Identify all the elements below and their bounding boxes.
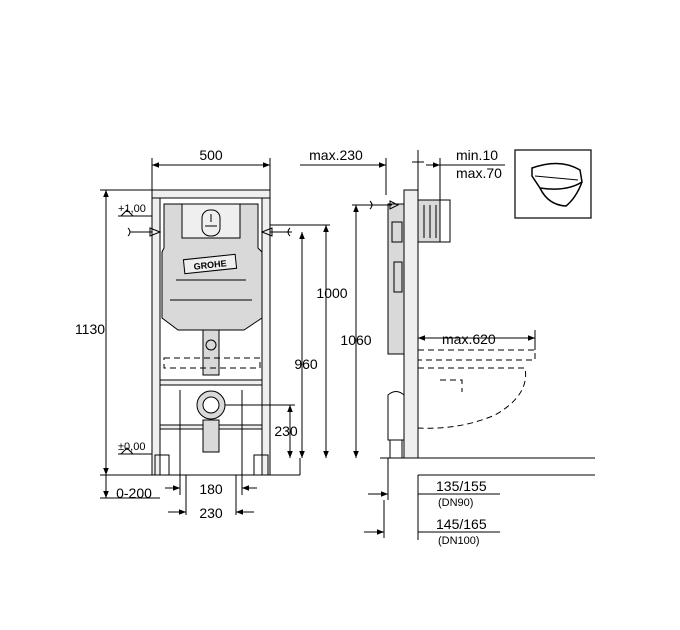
dim-waste-dn90: 135/155 (DN90) bbox=[368, 458, 500, 540]
flush-plate-icon bbox=[201, 209, 221, 237]
height-1060-label: 1060 bbox=[340, 332, 371, 348]
height-1000-label: 1000 bbox=[316, 285, 347, 301]
dim-drain-230: 230 bbox=[225, 404, 298, 458]
dim-depth-max230: max.230 bbox=[300, 147, 424, 195]
waste-2-label: 145/165 bbox=[436, 516, 487, 532]
dim-height-1130: 1130 bbox=[75, 189, 152, 475]
dim-bolt-180: 180 bbox=[165, 440, 257, 497]
dim-height-1000: 1000 bbox=[270, 224, 348, 458]
side-view bbox=[369, 189, 536, 459]
dim-plate-thickness: min.10 max.70 bbox=[426, 147, 505, 200]
level-top-label: +1,00 bbox=[118, 203, 146, 215]
drain-height-label: 230 bbox=[274, 423, 298, 439]
brand-label: GROHE bbox=[193, 258, 227, 271]
brand-plate bbox=[182, 253, 238, 275]
dim-height-1060: 1060 bbox=[340, 204, 372, 458]
waste-1-label: 135/155 bbox=[436, 478, 487, 494]
depth-label: max.230 bbox=[309, 147, 363, 163]
plate-max-label: max.70 bbox=[456, 165, 502, 181]
dim-drain-spacing-230: 230 bbox=[168, 475, 254, 521]
waste-1-dn-label: (DN90) bbox=[438, 497, 473, 509]
floor-adjust-label: 0-200 bbox=[116, 485, 152, 501]
dim-floor-adjust: 0-200 bbox=[100, 475, 160, 501]
dim-waste-dn100: 145/165 (DN100) bbox=[364, 500, 500, 547]
level-top: +1,00 bbox=[118, 203, 152, 217]
bolt-spacing-label: 180 bbox=[199, 481, 223, 497]
width-label: 500 bbox=[199, 147, 223, 163]
dim-width-500: 500 bbox=[151, 147, 271, 190]
side-frame bbox=[403, 189, 419, 459]
bowl-projection-label: max.620 bbox=[442, 331, 496, 347]
front-view: GROHE bbox=[127, 189, 292, 476]
dim-bowl-max620: max.620 bbox=[418, 330, 536, 350]
plate-min-label: min.10 bbox=[456, 147, 498, 163]
drain-spacing-label: 230 bbox=[199, 505, 223, 521]
frame-top-rail bbox=[151, 189, 271, 199]
height-960-label: 960 bbox=[294, 356, 318, 372]
wall-hung-toilet-icon bbox=[514, 149, 592, 219]
height-label: 1130 bbox=[75, 321, 105, 337]
dim-height-960: 960 bbox=[294, 232, 318, 458]
waste-2-dn-label: (DN100) bbox=[438, 535, 480, 547]
frame-left-foot bbox=[154, 454, 170, 476]
level-floor: ±0,00 bbox=[118, 441, 152, 455]
frame-right-foot bbox=[253, 454, 269, 476]
side-flush-plate bbox=[417, 199, 441, 243]
level-floor-label: ±0,00 bbox=[118, 441, 145, 453]
floor-line bbox=[100, 457, 595, 476]
